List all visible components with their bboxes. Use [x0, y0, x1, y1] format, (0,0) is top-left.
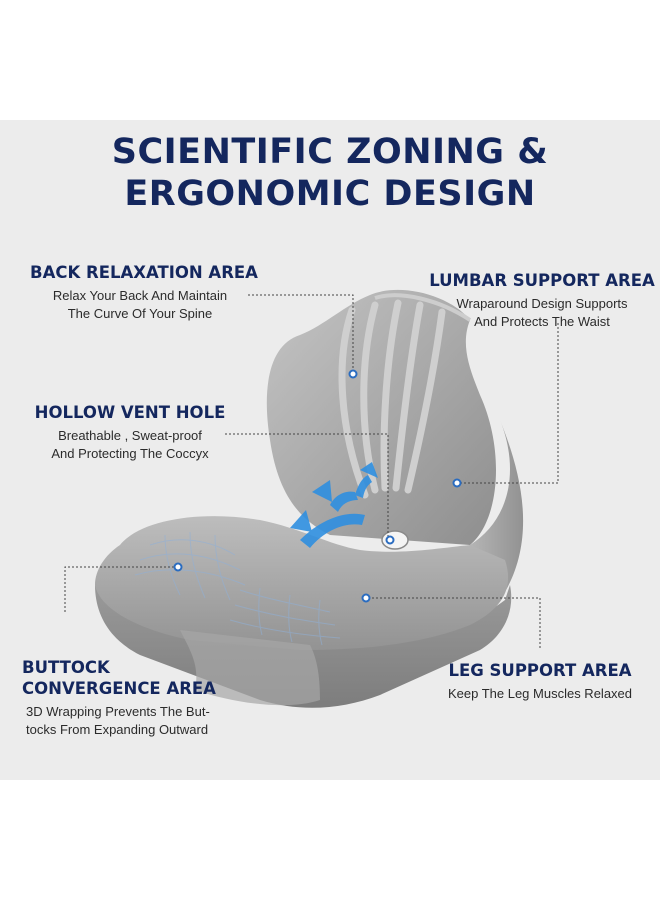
airflow-arrows	[290, 462, 378, 548]
callout-buttock-convergence-heading-2: CONVERGENCE AREA	[22, 679, 216, 698]
callout-leg-support: LEG SUPPORT AREA Keep The Leg Muscles Re…	[440, 660, 640, 703]
callout-buttock-convergence-desc-1: 3D Wrapping Prevents The But-	[26, 704, 210, 719]
callout-lumbar-support-heading: LUMBAR SUPPORT AREA	[429, 271, 655, 290]
page-title-line-2: ERGONOMIC DESIGN	[124, 174, 536, 214]
callout-buttock-convergence-heading-1: BUTTOCK	[22, 658, 110, 677]
callout-markers	[173, 369, 462, 603]
callout-hollow-vent-heading: HOLLOW VENT HOLE	[34, 403, 226, 422]
callout-lumbar-support: LUMBAR SUPPORT AREA Wraparound Design Su…	[427, 270, 657, 331]
callout-back-relaxation: BACK RELAXATION AREA Relax Your Back And…	[30, 262, 258, 323]
seat-top	[95, 516, 509, 650]
callout-leg-support-heading: LEG SUPPORT AREA	[448, 661, 632, 680]
callout-lumbar-support-desc-2: And Protects The Waist	[474, 314, 610, 329]
page-title-line-1: SCIENTIFIC ZONING &	[111, 132, 549, 172]
callout-buttock-convergence-desc-2: tocks From Expanding Outward	[26, 722, 209, 737]
callout-buttock-convergence: BUTTOCK CONVERGENCE AREA 3D Wrapping Pre…	[22, 657, 222, 739]
callout-hollow-vent: HOLLOW VENT HOLE Breathable , Sweat-proo…	[30, 402, 230, 463]
callout-lumbar-support-desc-1: Wraparound Design Supports	[456, 296, 628, 311]
callout-leg-support-desc-1: Keep The Leg Muscles Relaxed	[447, 686, 633, 701]
callout-hollow-vent-desc-1: Breathable , Sweat-proof	[58, 428, 202, 443]
front-roll	[180, 630, 320, 706]
callout-leader-lines	[64, 294, 559, 650]
callout-back-relaxation-desc-1: Relax Your Back And Maintain	[52, 288, 228, 303]
callout-hollow-vent-desc-2: And Protecting The Coccyx	[51, 446, 209, 461]
callout-back-relaxation-heading: BACK RELAXATION AREA	[30, 263, 258, 282]
callout-back-relaxation-desc-2: The Curve Of Your Spine	[67, 306, 213, 321]
page-title: SCIENTIFIC ZONING & ERGONOMIC DESIGN	[0, 131, 660, 215]
